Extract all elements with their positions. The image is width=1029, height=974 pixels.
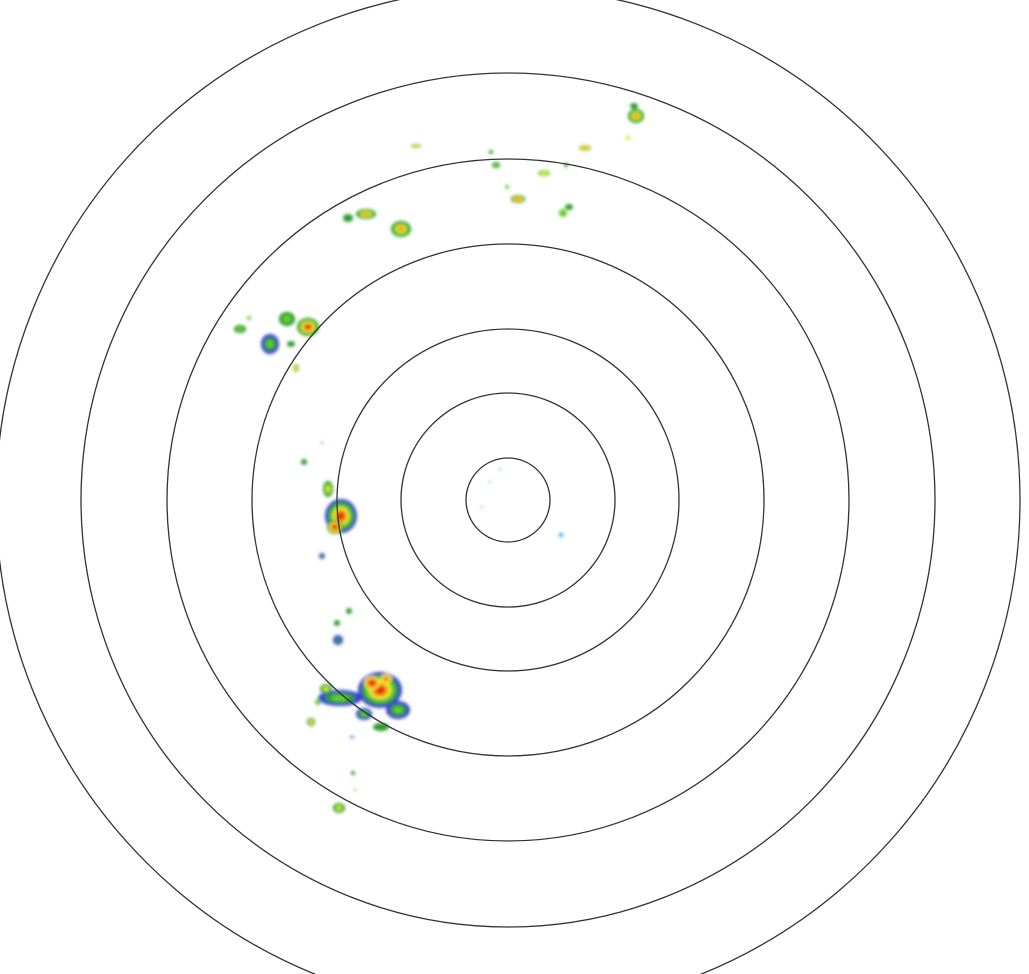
ground-clutter (499, 468, 501, 470)
echo-light (346, 608, 352, 614)
echo-light (373, 723, 389, 731)
echo-cell (386, 701, 410, 719)
echo-heavy (625, 136, 631, 140)
echo-extreme (375, 686, 385, 694)
echo-light (630, 103, 638, 109)
echo-intense (382, 676, 390, 682)
range-ring-3 (336, 328, 680, 672)
echo-light (320, 554, 324, 558)
echo-light (287, 341, 295, 347)
range-ring-1 (465, 457, 551, 543)
echo-cell (343, 214, 353, 222)
echo-extreme (332, 524, 338, 530)
echo-cell (364, 676, 380, 690)
echo-cell (279, 312, 295, 326)
echo-weak (350, 736, 354, 738)
echo-heavy (326, 485, 330, 493)
echo-cell (630, 103, 638, 109)
echo-cell (356, 209, 376, 219)
echo-light (343, 214, 353, 222)
echo-intense (633, 113, 639, 119)
echo-cell (489, 150, 493, 154)
echo-cell (350, 736, 354, 738)
echo-moderate (393, 706, 403, 714)
ground-clutter (489, 481, 491, 483)
echo-intense (582, 146, 588, 150)
echo-cell (380, 674, 392, 684)
echo-cell (356, 708, 372, 720)
echo-cell (354, 789, 356, 791)
echo-moderate (247, 316, 251, 320)
echo-cell (511, 195, 525, 203)
ground-clutter (559, 533, 563, 537)
echo-cell (293, 364, 299, 372)
echo-cell (247, 316, 251, 320)
echo-cell (351, 771, 355, 775)
echo-moderate (315, 699, 321, 705)
range-ring-4 (251, 243, 765, 757)
echo-cell (505, 185, 509, 189)
echo-moderate (236, 326, 244, 332)
echo-cell (234, 325, 246, 333)
echo-heavy (336, 806, 342, 810)
echo-cell (334, 620, 340, 626)
echo-cell (323, 481, 333, 497)
echo-extreme (337, 512, 345, 520)
echo-cell (565, 204, 573, 210)
echo-intense (397, 226, 405, 232)
echo-moderate (505, 185, 509, 189)
echo-light (489, 150, 493, 154)
echo-intense (515, 197, 521, 201)
echo-cell (333, 803, 345, 813)
echo-cell (301, 459, 307, 465)
range-ring-6 (80, 72, 936, 928)
echo-cell (346, 608, 352, 614)
echo-cell (319, 553, 325, 559)
echo-cell (628, 109, 644, 123)
echo-extreme (368, 680, 376, 686)
echo-light (321, 442, 323, 444)
echo-light (565, 204, 573, 210)
echo-cell (307, 718, 315, 726)
echo-light (354, 789, 356, 791)
echo-light (351, 771, 355, 775)
echo-cell (261, 334, 279, 354)
echo-moderate (282, 315, 292, 323)
echo-cell (411, 144, 421, 148)
echo-light (334, 620, 340, 626)
echo-moderate (266, 340, 274, 348)
echo-cell (287, 341, 295, 347)
echo-heavy (540, 171, 548, 175)
echo-cell (625, 136, 631, 140)
echo-cell (373, 723, 389, 731)
echo-cell (320, 684, 332, 694)
echo-heavy (308, 719, 314, 725)
echo-cell (333, 635, 343, 645)
echo-extreme (305, 324, 311, 330)
echo-cell (559, 209, 567, 217)
echo-cell (538, 170, 550, 176)
echo-moderate (559, 209, 567, 217)
echo-heavy (413, 144, 419, 148)
echo-heavy (294, 365, 298, 371)
ground-clutter (481, 506, 483, 508)
echo-cell (297, 318, 319, 336)
echo-light (335, 637, 341, 643)
echo-cell (391, 221, 411, 237)
range-ring-2 (400, 392, 616, 608)
echo-heavy (323, 687, 329, 691)
echo-light (301, 459, 307, 465)
precipitation-echoes (234, 103, 644, 813)
echo-intense (362, 212, 370, 216)
echo-moderate (493, 163, 499, 167)
echo-cell (492, 162, 500, 168)
range-ring-5 (166, 158, 850, 842)
echo-cell (579, 145, 591, 151)
echo-cell (315, 699, 321, 705)
echo-cell (321, 442, 323, 444)
